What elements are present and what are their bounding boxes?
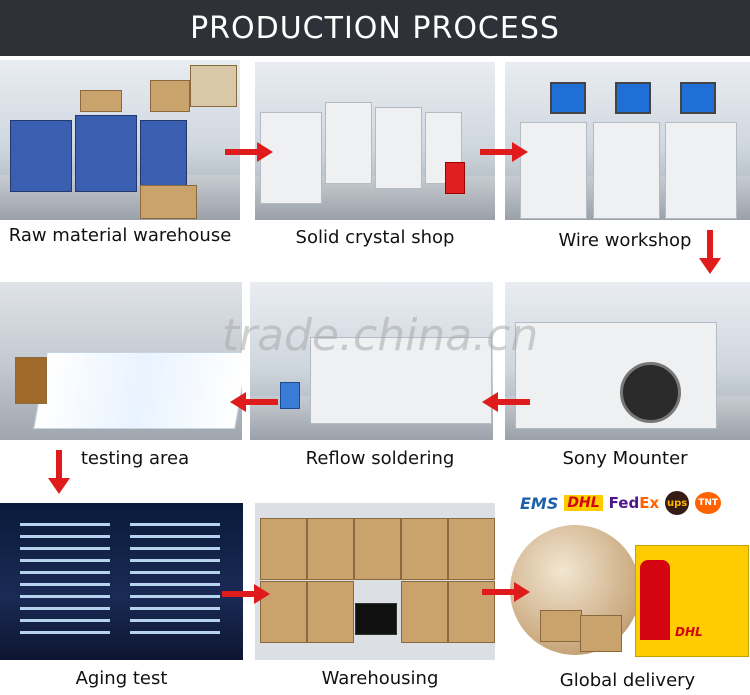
arrow-left-icon	[482, 392, 530, 412]
ups-logo: ups	[665, 491, 690, 515]
caption-sony-mounter: Sony Mounter	[562, 448, 688, 469]
ems-logo: EMS	[520, 493, 559, 513]
page-title: PRODUCTION PROCESS	[190, 10, 560, 46]
caption-reflow-soldering: Reflow soldering	[305, 448, 455, 469]
photo-testing-area	[0, 282, 242, 440]
photo-aging-test	[0, 503, 243, 660]
photo-wire-workshop	[505, 62, 750, 220]
carrier-logos: EMS DHL FedEx ups TNT	[520, 490, 750, 516]
arrow-left-icon	[230, 392, 278, 412]
caption-testing-area: testing area	[80, 448, 190, 469]
photo-raw-material-warehouse	[0, 60, 240, 220]
photo-reflow-soldering	[250, 282, 493, 440]
van-dhl-text: DHL	[675, 625, 703, 639]
arrow-right-icon	[480, 142, 528, 162]
caption-raw-material-warehouse: Raw material warehouse	[8, 225, 232, 246]
photo-sony-mounter	[505, 282, 750, 440]
arrow-right-icon	[225, 142, 273, 162]
photo-warehousing	[255, 503, 495, 660]
photo-solid-crystal-shop	[255, 62, 495, 220]
arrow-down-icon	[699, 230, 721, 274]
caption-warehousing: Warehousing	[321, 668, 439, 689]
caption-solid-crystal-shop: Solid crystal shop	[295, 227, 455, 248]
dhl-logo: DHL	[564, 495, 603, 511]
photo-global-delivery: DHL	[500, 520, 750, 665]
page-header: PRODUCTION PROCESS	[0, 0, 750, 56]
tnt-logo: TNT	[695, 492, 722, 514]
arrow-right-icon	[222, 584, 270, 604]
caption-global-delivery: Global delivery	[559, 670, 696, 691]
arrow-right-icon	[482, 582, 530, 602]
caption-wire-workshop: Wire workshop	[558, 230, 692, 251]
arrow-down-icon	[48, 450, 70, 494]
fedex-logo: FedEx	[608, 494, 660, 512]
caption-aging-test: Aging test	[75, 668, 168, 689]
